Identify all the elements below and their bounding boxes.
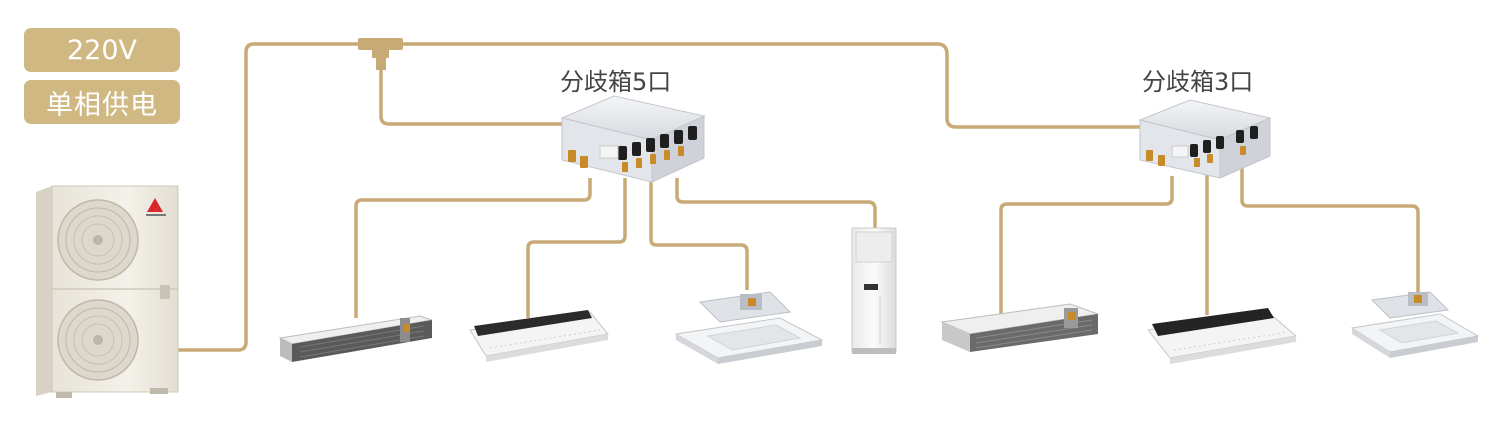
pipe-box2-ducted bbox=[999, 176, 1174, 315]
refrigerant-pipes bbox=[178, 42, 1420, 352]
ducted-indoor-unit-icon bbox=[278, 315, 433, 362]
branch-box-icon bbox=[560, 95, 706, 183]
pipe-main-trunk bbox=[178, 42, 1140, 352]
pipe-box1-fourway bbox=[649, 178, 749, 290]
floor-standing-unit-icon bbox=[851, 227, 897, 354]
outdoor-condenser-icon bbox=[36, 185, 179, 398]
four-way-cassette-icon bbox=[1350, 291, 1480, 358]
pipe-to-box1 bbox=[379, 62, 562, 126]
pipe-box1-floor bbox=[675, 178, 877, 232]
branch-box-label: 分歧箱5口 bbox=[560, 68, 672, 96]
power-phase-badge: 单相供电 bbox=[24, 80, 180, 124]
branch-box-label: 分歧箱3口 bbox=[1142, 68, 1254, 96]
power-voltage-badge: 220V bbox=[24, 28, 180, 72]
branch-box-icon bbox=[1138, 99, 1272, 179]
one-way-cassette-icon bbox=[1147, 308, 1298, 364]
brand-logo-icon bbox=[146, 198, 166, 216]
tee-joint-icon bbox=[358, 38, 403, 70]
pipe-box1-oneway bbox=[526, 178, 627, 318]
four-way-cassette-icon bbox=[674, 291, 824, 364]
ducted-indoor-unit-icon bbox=[940, 303, 1099, 352]
pipe-box2-fourway bbox=[1240, 162, 1420, 292]
one-way-cassette-icon bbox=[469, 310, 609, 362]
pipe-box1-ducted bbox=[354, 178, 592, 318]
